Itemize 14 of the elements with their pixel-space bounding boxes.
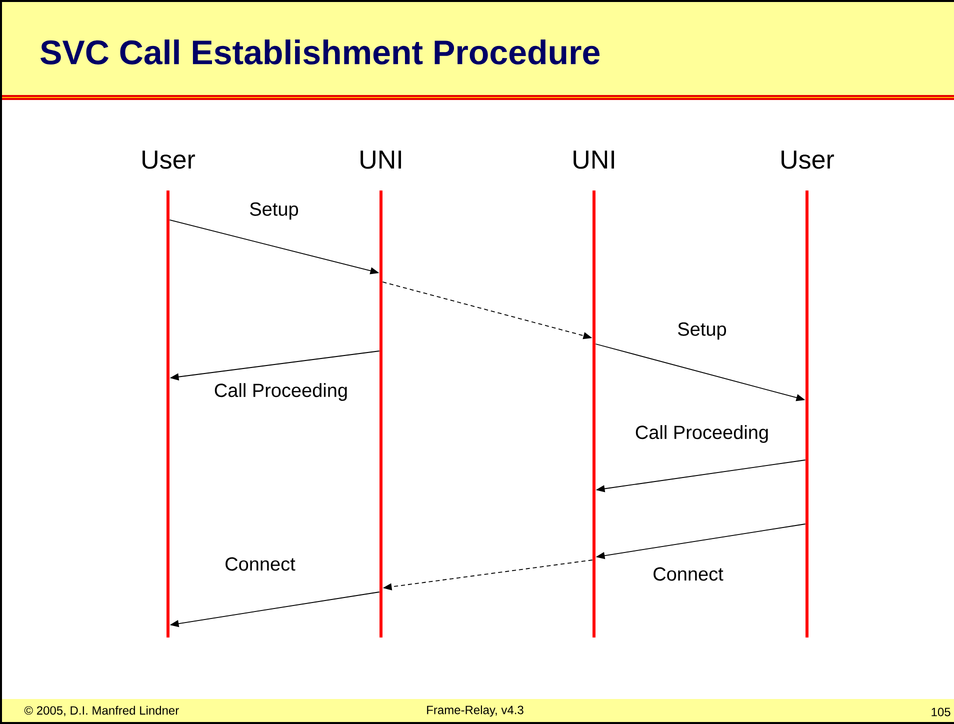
edge-label: Setup xyxy=(250,202,298,220)
title: SVC Call Establishment Procedure xyxy=(40,40,600,64)
edge-label: Connect xyxy=(226,557,296,571)
lifeline-heading: User xyxy=(142,150,196,169)
footer-text: Frame-Relay, v4.3 xyxy=(427,705,524,717)
edge-label: Connect xyxy=(654,567,724,581)
lifeline-heading: UNI xyxy=(574,150,614,169)
edge-label: Call Proceeding xyxy=(214,383,347,401)
lifeline-heading: UNI xyxy=(360,150,401,169)
lifeline-heading: User xyxy=(782,150,834,169)
edge-label: Call Proceeding xyxy=(636,425,768,443)
edge-label: Setup xyxy=(678,322,726,340)
footer-text: © 2005, D.I. Manfred Lindner xyxy=(24,706,179,716)
footer-text: 105 xyxy=(932,708,950,716)
